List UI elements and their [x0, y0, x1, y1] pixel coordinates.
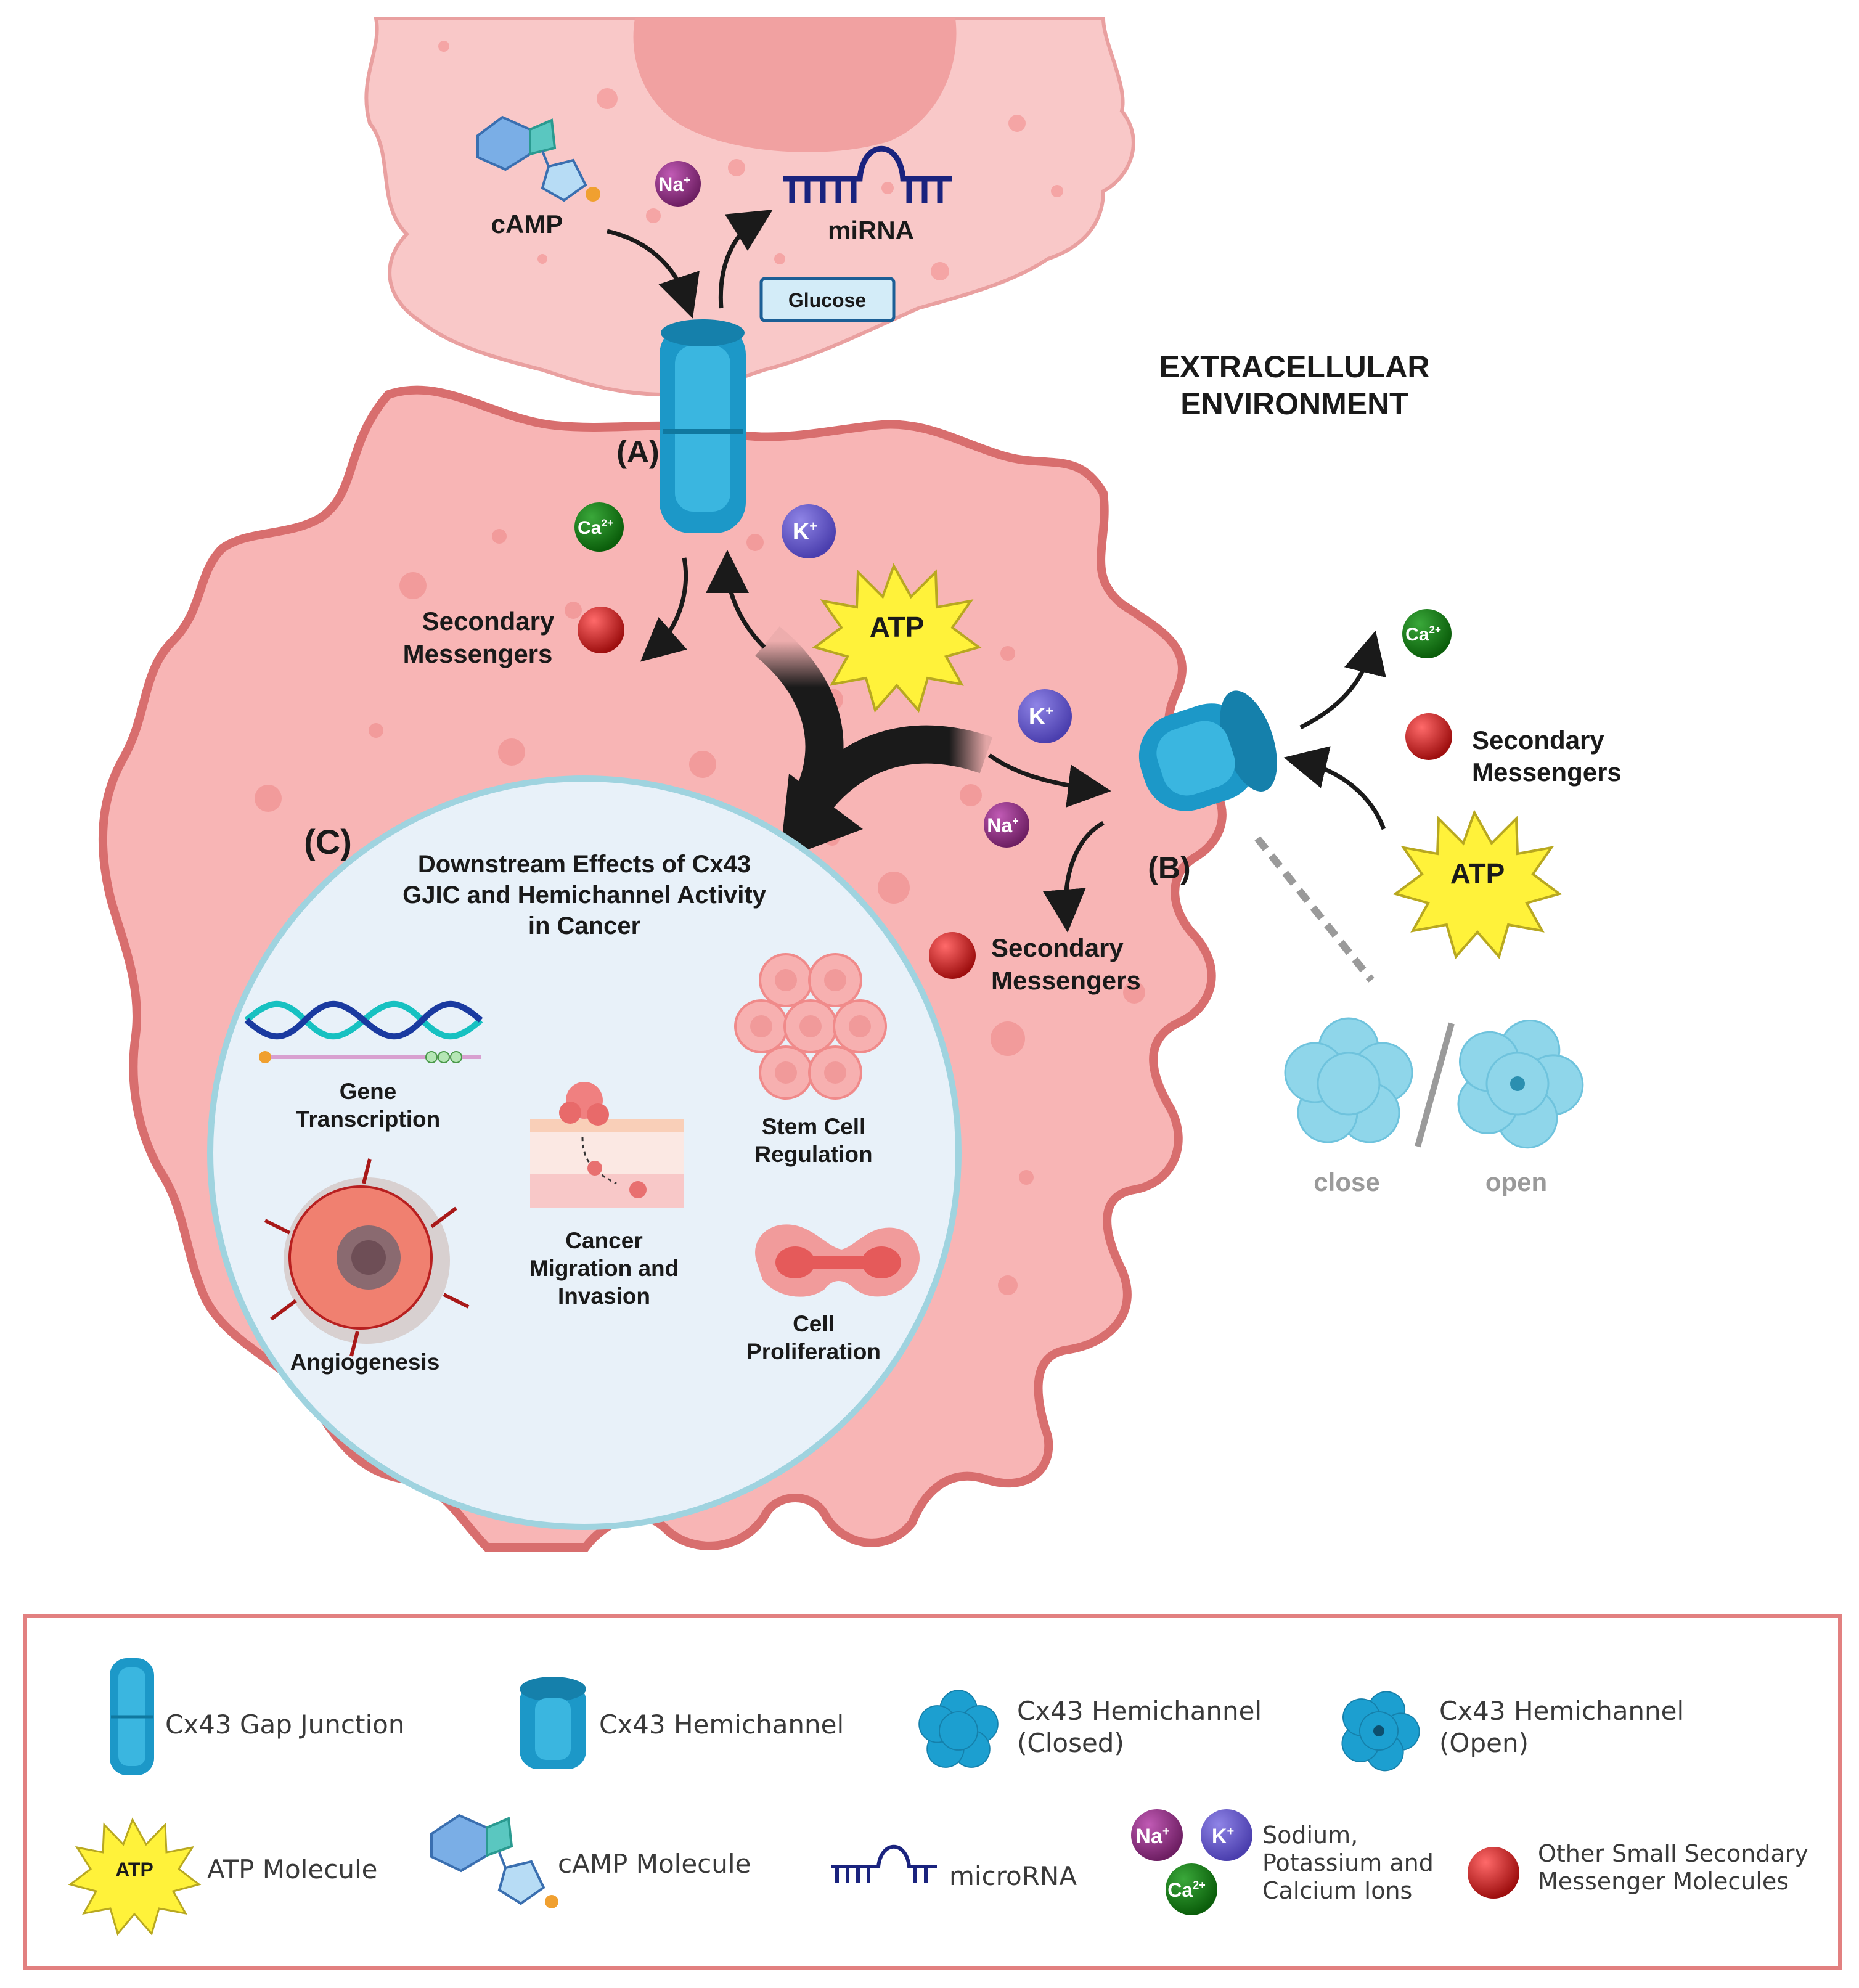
messengers-b-2: Messengers [991, 966, 1141, 995]
messenger-b [929, 932, 976, 979]
migration-label-3: Invasion [558, 1283, 650, 1309]
hemichannel-closed-icon [1284, 1017, 1413, 1143]
proliferation-label-1: Cell [793, 1311, 835, 1336]
legend-camp: cAMP Molecule [558, 1849, 751, 1879]
legend-microrna: microRNA [949, 1861, 1077, 1891]
downstream-title-1: Downstream Effects of Cx43 [418, 851, 751, 878]
atp-star-cell [812, 563, 982, 713]
stem-label-1: Stem Cell [762, 1114, 866, 1139]
legend-ions-2: Potassium and [1262, 1849, 1434, 1876]
legend-ca: Ca2+ [1167, 1879, 1205, 1901]
legend-gap-junction-icon [110, 1658, 154, 1775]
k-b-label: K+ [1029, 703, 1053, 730]
legend-open-1: Cx43 Hemichannel [1439, 1696, 1684, 1726]
gene-label-1: Gene [340, 1079, 397, 1104]
downstream-title-2: GJIC and Hemichannel Activity [402, 882, 767, 909]
calcium-ion-a [574, 502, 624, 552]
env-label-2: ENVIRONMENT [1180, 387, 1408, 421]
gap-junction-channel [660, 319, 746, 533]
big-arrow-left [785, 725, 993, 830]
messenger-a [578, 607, 624, 653]
messengers-a-2: Messengers [403, 639, 553, 668]
mirna-label: miRNA [828, 216, 914, 245]
proliferation-label-2: Proliferation [746, 1339, 881, 1364]
legend-k: K+ [1212, 1825, 1234, 1848]
messengers-b-1: Secondary [991, 933, 1124, 962]
dna-icon [244, 1000, 483, 1063]
migration-label-2: Migration and [529, 1256, 679, 1281]
close-label: close [1314, 1168, 1379, 1196]
legend-camp-icon [430, 1814, 558, 1908]
potassium-ion-a [782, 504, 836, 558]
stem-label-2: Regulation [754, 1142, 872, 1167]
legend-messengers-2: Messenger Molecules [1538, 1868, 1789, 1895]
angiogenesis-label: Angiogenesis [290, 1349, 440, 1375]
messengers-ext-2: Messengers [1472, 758, 1622, 787]
atp-ext-label: ATP [1450, 857, 1505, 890]
legend-atp: ATP Molecule [207, 1854, 377, 1884]
big-arrow-head [780, 774, 863, 860]
potassium-ion-b [1018, 689, 1072, 743]
gene-label-2: Transcription [296, 1106, 440, 1132]
env-label-1: EXTRACELLULAR [1159, 350, 1430, 384]
atp-star-ext [1392, 809, 1563, 960]
camp-icon [476, 115, 600, 202]
migration-label-1: Cancer [565, 1228, 642, 1253]
ca-ext-label: Ca2+ [1405, 624, 1441, 645]
panel-a-label: (A) [616, 435, 659, 469]
legend-atp-icon [68, 1817, 202, 1936]
open-label: open [1485, 1168, 1547, 1196]
glucose-label: Glucose [788, 289, 866, 311]
sodium-ion-b [984, 802, 1029, 848]
dashed-pointer [1254, 836, 1375, 983]
flow-arrows [607, 210, 1386, 933]
legend-box [23, 1614, 1842, 1970]
state-divider [1415, 1022, 1455, 1148]
sodium-ion-top [655, 161, 701, 207]
top-cell-nucleus [633, 18, 957, 152]
legend-atp-icon-label: ATP [115, 1859, 153, 1881]
stem-cell-icon [734, 953, 887, 1100]
camp-label: cAMP [491, 210, 563, 239]
legend-hemichannel-icon [520, 1677, 586, 1769]
mirna-icon [783, 145, 952, 203]
angiogenesis-icon [264, 1158, 470, 1357]
legend-ions-3: Calcium Ions [1262, 1877, 1412, 1904]
messengers-ext-1: Secondary [1472, 726, 1604, 755]
downstream-title-3: in Cancer [528, 912, 640, 939]
na-top-label: Na+ [658, 173, 690, 195]
legend-open-2: (Open) [1439, 1728, 1529, 1758]
legend-messenger-icon [1468, 1847, 1519, 1899]
legend-closed-1: Cx43 Hemichannel [1017, 1696, 1262, 1726]
glucose-box [759, 277, 896, 322]
migration-icon [530, 1082, 684, 1208]
panel-c-label: (C) [304, 822, 352, 861]
messengers-a-1: Secondary [422, 607, 555, 636]
legend-messengers-1: Other Small Secondary [1538, 1840, 1808, 1867]
messenger-ext [1405, 713, 1452, 760]
legend-microrna-icon [831, 1844, 937, 1883]
proliferation-icon [755, 1224, 920, 1297]
atp-cell-label: ATP [870, 611, 925, 643]
na-b-label: Na+ [987, 814, 1018, 837]
legend-closed-2: (Closed) [1017, 1728, 1124, 1758]
ca-a-label: Ca2+ [578, 517, 613, 538]
legend-na: Na+ [1135, 1825, 1169, 1848]
legend-hemichannel: Cx43 Hemichannel [599, 1709, 844, 1740]
legend-ions-icon [1131, 1809, 1252, 1915]
panel-b-label: (B) [1148, 851, 1190, 885]
hemichannel-b [1138, 690, 1277, 811]
calcium-ion-ext [1402, 609, 1452, 658]
legend-ions-1: Sodium, [1262, 1822, 1358, 1849]
legend-gap-junction: Cx43 Gap Junction [165, 1709, 404, 1740]
k-a-label: K+ [793, 518, 817, 545]
